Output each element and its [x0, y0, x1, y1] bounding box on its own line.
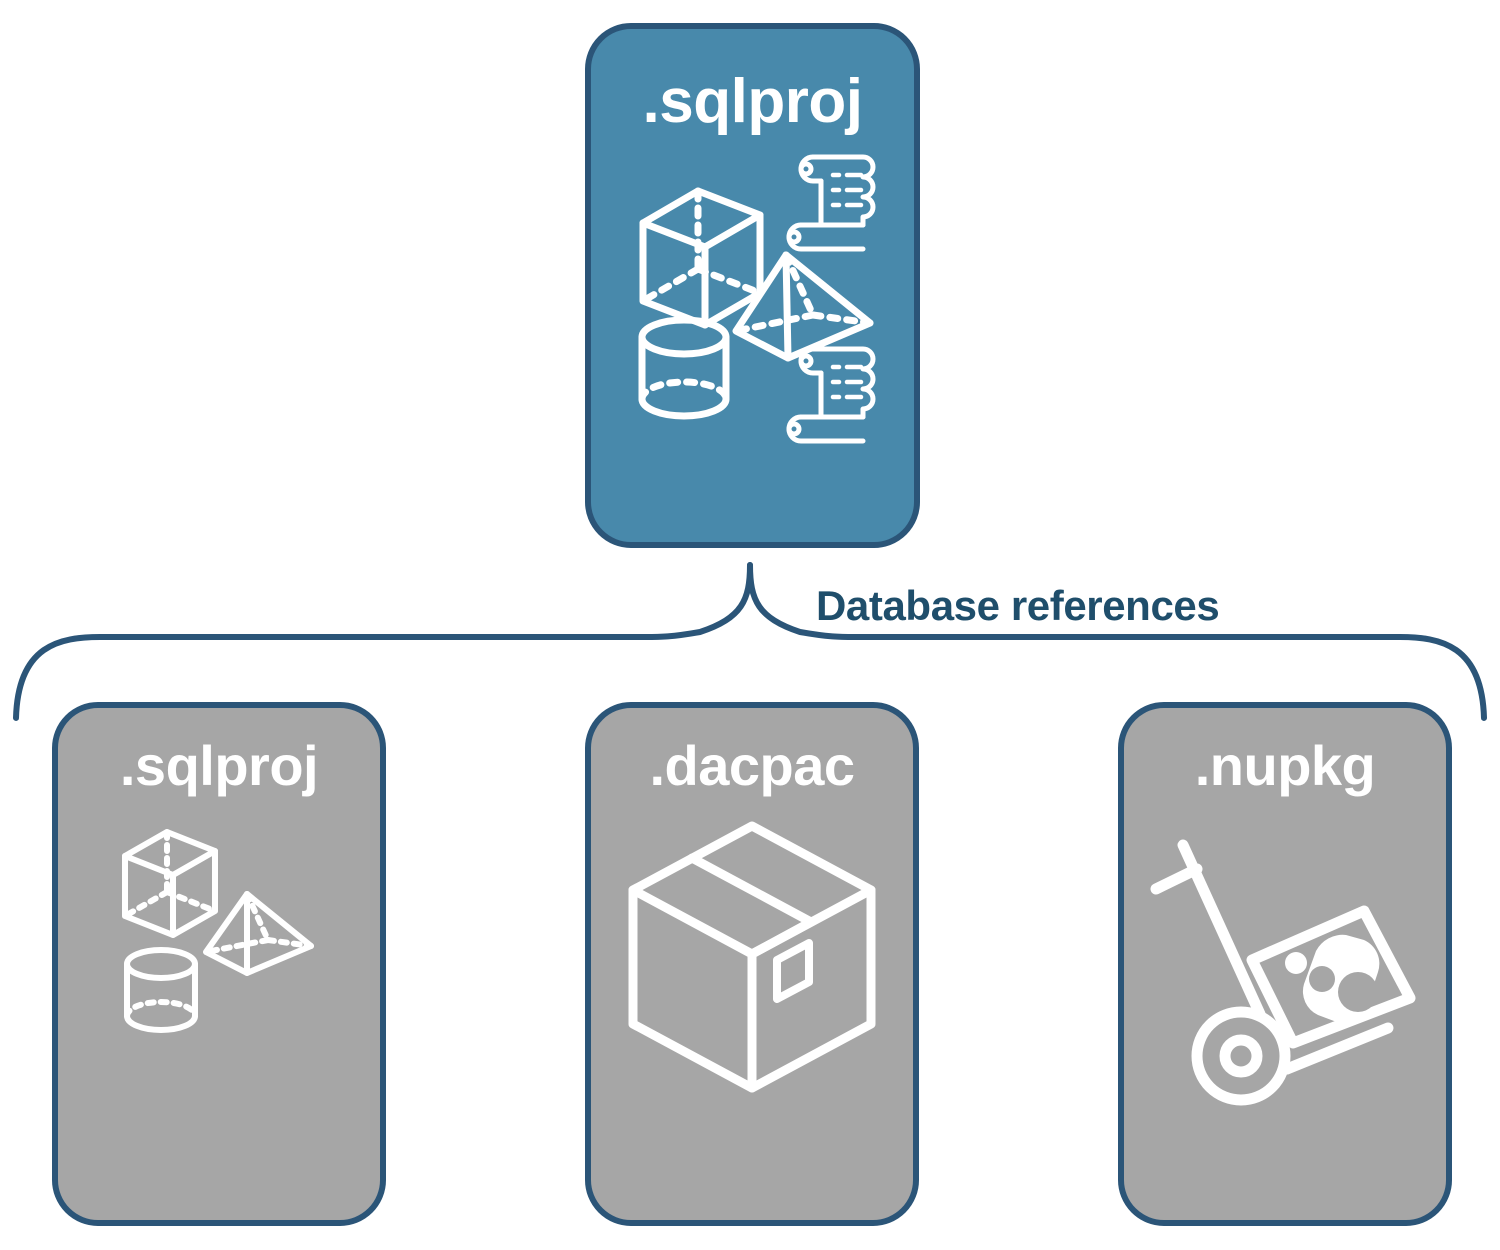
- reference-card-sqlproj-label: .sqlproj: [119, 734, 319, 797]
- cylinder-icon: [124, 947, 198, 1033]
- database-references-label: Database references: [816, 582, 1220, 629]
- cube-icon: [639, 187, 763, 329]
- reference-card-dacpac[interactable]: .dacpac: [585, 702, 919, 1226]
- root-sqlproj-artwork: [591, 133, 914, 542]
- cube-icon: [122, 829, 218, 938]
- root-sqlproj-label: .sqlproj: [642, 67, 863, 136]
- reference-card-sqlproj[interactable]: .sqlproj: [52, 702, 386, 1226]
- reference-card-sqlproj-artwork: [58, 794, 380, 1220]
- scroll-icon: [786, 346, 875, 444]
- database-objects-artwork: [638, 154, 875, 444]
- reference-card-dacpac-label: .dacpac: [649, 734, 855, 797]
- nuget-package-icon: [1246, 905, 1416, 1049]
- package-box-icon: [628, 821, 876, 1093]
- reference-card-nupkg[interactable]: .nupkg: [1118, 702, 1452, 1226]
- reference-card-nupkg-artwork: [1124, 794, 1446, 1220]
- wheel-icon: [1191, 1006, 1291, 1106]
- root-sqlproj-card[interactable]: .sqlproj: [585, 23, 920, 548]
- database-objects-artwork: [122, 829, 314, 1033]
- pyramid-icon: [732, 251, 873, 362]
- reference-card-nupkg-label: .nupkg: [1194, 734, 1376, 797]
- cylinder-icon: [638, 316, 729, 420]
- reference-card-dacpac-artwork: [591, 794, 913, 1220]
- pyramid-icon: [203, 891, 314, 976]
- hand-truck-icon: [1150, 839, 1416, 1106]
- scroll-icon: [786, 154, 875, 252]
